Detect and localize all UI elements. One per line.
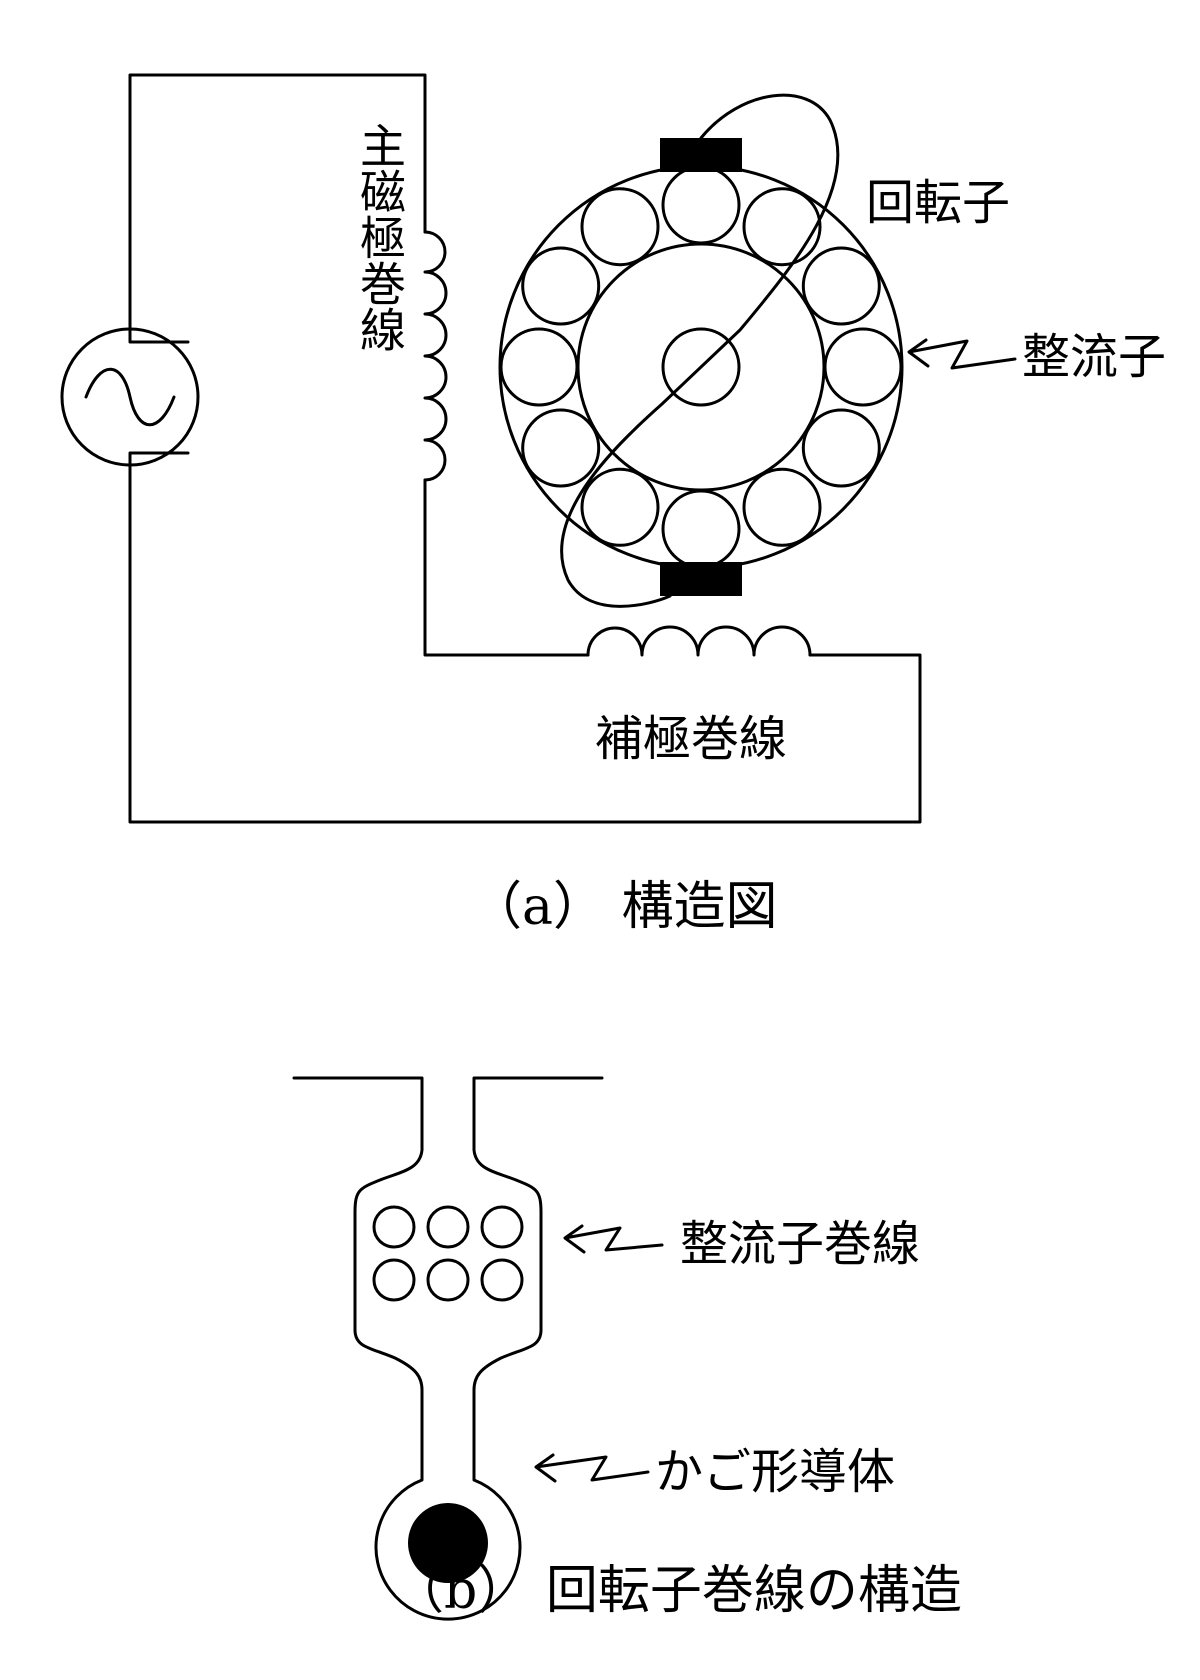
commutator-winding-conductor [426, 1205, 470, 1249]
commutator-winding-conductor [426, 1258, 470, 1302]
commutator-segment [499, 327, 579, 407]
commutator-segment [801, 246, 881, 326]
commutator-winding-arrow-icon [563, 1224, 664, 1254]
ac-source-circle [60, 327, 200, 467]
caption-a: （a） 構造図 [470, 877, 778, 937]
commutator-winding-label: 整流子巻線 [680, 1216, 920, 1272]
structure-diagram: 主磁極巻線 補極巻線 回転子 整流子 （a） 構造図 [60, 73, 1166, 937]
commutator-segment [661, 165, 741, 245]
rotor-assembly [498, 93, 904, 608]
commutator-segment [742, 187, 822, 267]
ac-source [60, 327, 200, 467]
sine-wave-icon [84, 367, 176, 427]
commutator-pointer [907, 338, 1017, 370]
cage-conductor-arrow-icon [534, 1453, 650, 1483]
commutator-segment [801, 408, 881, 488]
main-field-winding-label: 主磁極巻線 [353, 122, 407, 352]
commutator-winding-conductor [480, 1205, 524, 1249]
brush-connection-wire [560, 93, 840, 608]
compensating-winding-label: 補極巻線 [595, 711, 787, 767]
circuit-wire [128, 73, 922, 824]
shaft [661, 327, 741, 407]
commutator-winding-conductor [480, 1258, 524, 1302]
caption-b: （b） 回転子巻線の構造 [392, 1561, 962, 1621]
main-field-winding-coil [423, 230, 448, 482]
commutator-segment [580, 187, 660, 267]
commutator-segment [580, 467, 660, 547]
rotor-label: 回転子 [866, 175, 1010, 231]
zigzag-arrow-icon [907, 338, 1017, 370]
commutator-winding-conductors [372, 1205, 524, 1302]
commutator-segment [661, 489, 741, 569]
cage-conductor [408, 1503, 488, 1583]
commutator-winding-conductor [372, 1205, 416, 1249]
compensating-winding-coil [586, 625, 812, 657]
commutator-winding-conductor [372, 1258, 416, 1302]
commutator-segment [823, 327, 903, 407]
commutator-segment [521, 246, 601, 326]
rotor-slot-outline [292, 1076, 604, 1621]
commutator-segment [521, 408, 601, 488]
cage-conductor-label: かご形導体 [655, 1444, 895, 1500]
commutator-segment [742, 467, 822, 547]
rotor-core [576, 242, 826, 492]
commutator-label: 整流子 [1022, 329, 1166, 385]
rotor-winding-structure: 整流子巻線 かご形導体 （b） 回転子巻線の構造 [292, 1076, 962, 1621]
